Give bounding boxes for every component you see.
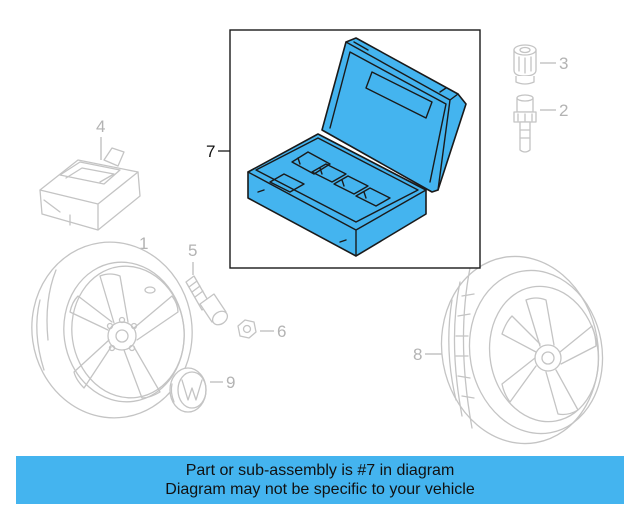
banner-line-1: Part or sub-assembly is #7 in diagram [185,462,455,479]
part-2-valve-core[interactable] [513,94,537,153]
part-7-tool-kit-case[interactable] [247,37,467,257]
callout-2: 2 [559,101,568,120]
part-8-wheel-and-tire[interactable] [427,244,615,450]
part-3-valve-cap[interactable] [513,44,537,85]
callout-7: 7 [206,142,215,161]
parts-diagram: 3 2 4 1 [21,29,615,450]
callout-4: 4 [96,117,105,136]
callout-8: 8 [413,345,422,364]
banner-line-2: Diagram may not be specific to your vehi… [165,481,475,498]
part-1-alloy-wheel[interactable] [21,232,204,429]
part-9-center-cap[interactable] [169,367,207,413]
callout-1: 1 [139,234,148,253]
part-6-nut[interactable] [237,319,257,339]
callout-6: 6 [277,322,286,341]
part-4-tpms-sensor[interactable] [39,147,141,231]
callout-3: 3 [559,54,568,73]
callout-5: 5 [188,241,197,260]
part-5-valve-stem[interactable] [185,275,230,328]
info-banner: Part or sub-assembly is #7 in diagram Di… [16,456,624,504]
callout-9: 9 [226,373,235,392]
